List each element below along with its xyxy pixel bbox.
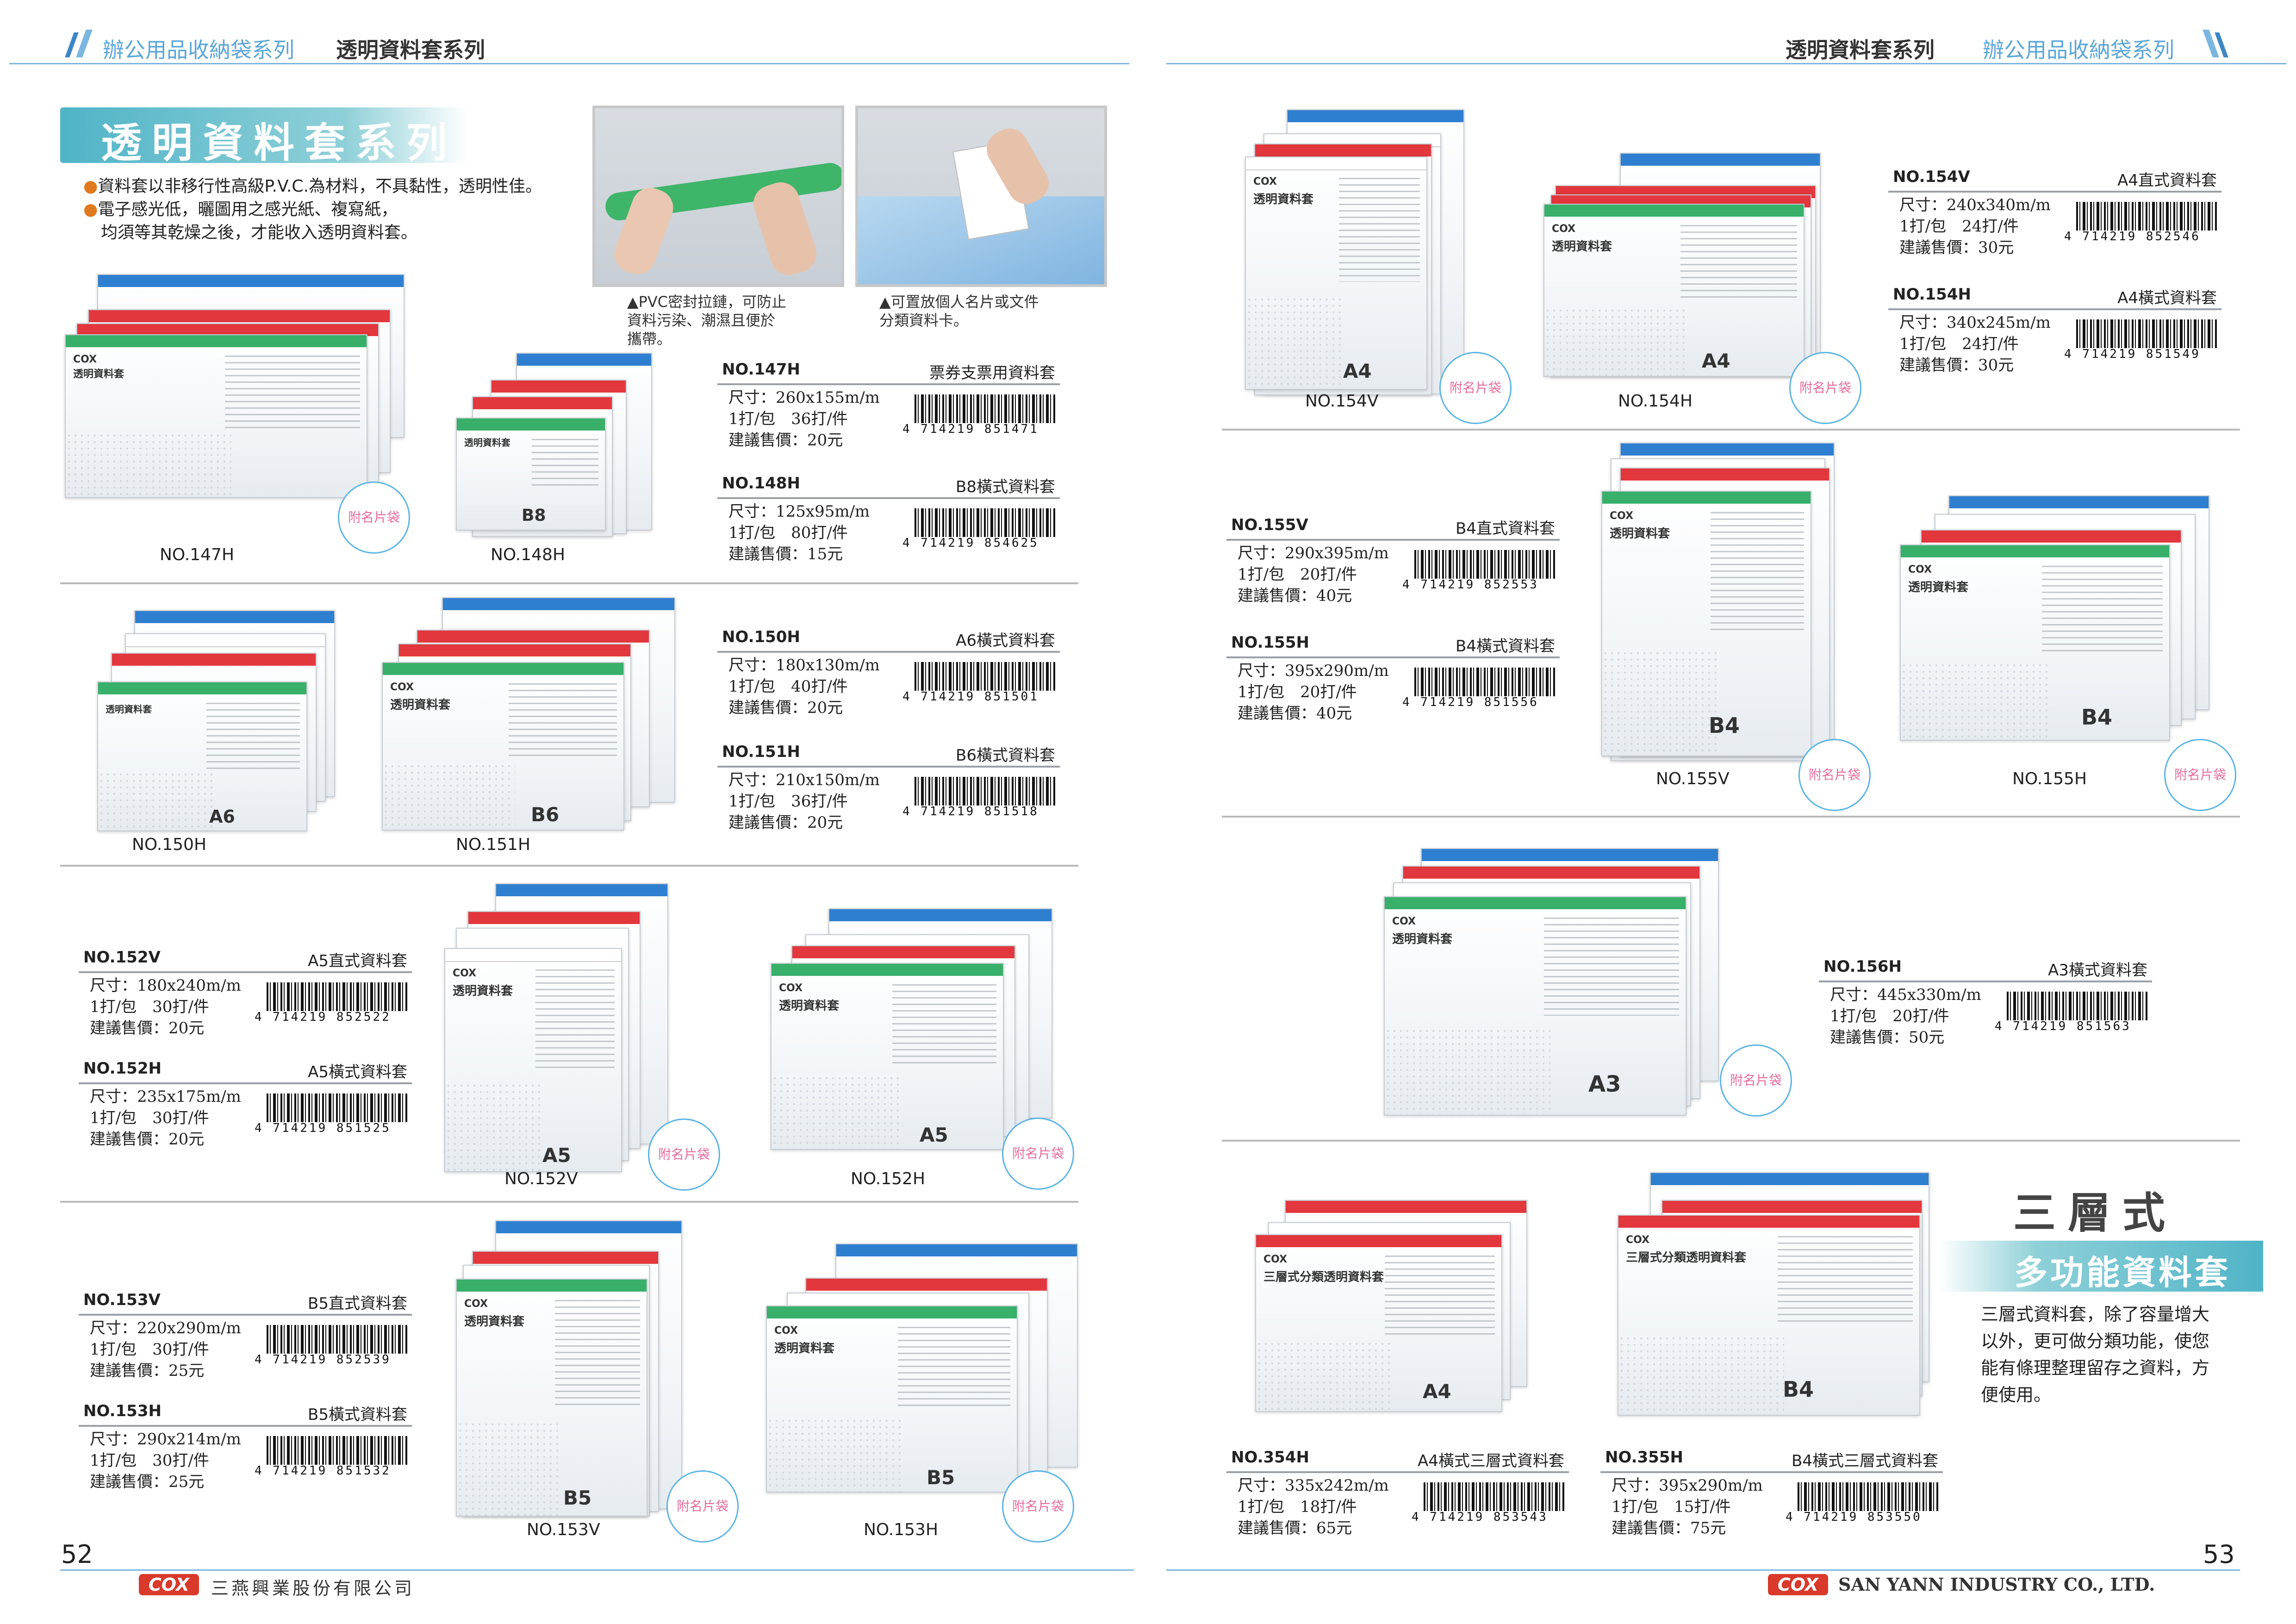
product-label-154v: NO.154V (1305, 392, 1379, 411)
barcode: 4 714219 851518 (902, 777, 1055, 818)
photo-caption-1: ▲PVC密封拉鏈，可防止資料污染、潮濕且便於攜帶。 (627, 293, 787, 348)
barcode: 4 714219 851501 (902, 662, 1055, 704)
barcode: 4 714219 851532 (255, 1436, 407, 1478)
header-right-rule (1166, 63, 2286, 64)
multi-function-title: 多功能資料套 (2014, 1253, 2231, 1292)
header-left-title: 透明資料套系列 (336, 37, 485, 62)
series-title-banner: 透明資料套系列 (60, 107, 467, 167)
card-pocket-badge: 附名片袋 (1002, 1470, 1074, 1543)
barcode: 4 714219 851525 (255, 1093, 407, 1135)
product-label-152h: NO.152H (851, 1169, 926, 1188)
card-pocket-badge: 附名片袋 (648, 1118, 720, 1191)
page-number-right: 53 (2203, 1540, 2235, 1569)
cox-logo-right: COX (1768, 1574, 1828, 1595)
bullet-3: 均須等其乾燥之後，才能收入透明資料套。 (101, 223, 418, 242)
product-label-152v: NO.152V (504, 1169, 578, 1188)
header-left-series: 辦公用品收納袋系列 (103, 37, 294, 62)
section-divider (1222, 1140, 2240, 1142)
product-type: 票券支票用資料套 (929, 364, 1055, 382)
barcode: 4 714219 851556 (1402, 668, 1555, 709)
header-right-title: 透明資料套系列 (1786, 37, 1935, 62)
card-pocket-badge: 附名片袋 (666, 1470, 739, 1543)
barcode: 4 714219 851563 (1995, 992, 2147, 1033)
card-pocket-badge: 附名片袋 (1789, 352, 1861, 424)
barcode: 4 714219 853543 (1412, 1482, 1564, 1524)
header-left-accent (65, 32, 79, 57)
card-pocket-badge: 附名片袋 (1439, 352, 1512, 424)
company-name-cn: 三燕興業股份有限公司 (211, 1578, 415, 1599)
cox-logo-left: COX (139, 1574, 199, 1595)
photo-card-pocket (855, 106, 1107, 287)
card-pocket-badge: 附名片袋 (1798, 739, 1871, 811)
section-divider (1222, 429, 2240, 431)
barcode: 4 714219 851549 (2064, 319, 2217, 361)
page-number-left: 52 (61, 1540, 93, 1569)
product-label-155v: NO.155V (1656, 769, 1730, 788)
barcode: 4 714219 852546 (2064, 202, 2217, 244)
three-layer-title: 三層式 (2013, 1188, 2178, 1238)
product-code: NO.147H (722, 360, 800, 379)
card-pocket-badge: 附名片袋 (1002, 1118, 1074, 1190)
section-divider (1222, 816, 2240, 818)
product-label-154h: NO.154H (1618, 392, 1693, 411)
barcode: 4 714219 852539 (255, 1325, 407, 1367)
footer-left-rule (60, 1569, 1134, 1571)
product-label-153h: NO.153H (864, 1520, 939, 1539)
card-pocket-badge: 附名片袋 (2164, 739, 2236, 811)
barcode: 4 714219 854625 (902, 508, 1055, 550)
series-title: 透明資料套系列 (101, 119, 458, 167)
multi-function-banner: 多功能資料套 (1939, 1241, 2263, 1292)
company-name-en: SAN YANN INDUSTRY CO., LTD. (1838, 1574, 2155, 1595)
header-right-series: 辦公用品收納袋系列 (1983, 37, 2174, 62)
barcode: 4 714219 852522 (255, 982, 407, 1024)
card-pocket-badge: 附名片袋 (1720, 1044, 1792, 1117)
product-label-148h: NO.148H (491, 545, 566, 564)
product-label-147h: NO.147H (160, 545, 235, 564)
photo-caption-2: ▲可置放個人名片或文件分類資料卡。 (879, 293, 1039, 329)
three-layer-description: 三層式資料套，除了容量增大以外，更可做分類功能，使您能有條理整理留存之資料，方便… (1981, 1304, 2210, 1405)
barcode: 4 714219 852553 (1402, 550, 1555, 592)
card-pocket-badge: 附名片袋 (338, 481, 410, 554)
barcode: 4 714219 851471 (902, 394, 1055, 436)
product-label-151h: NO.151H (456, 835, 531, 854)
product-label-153v: NO.153V (527, 1520, 600, 1539)
bullet-1: ●資料套以非移行性高級P.V.C.為材料，不具黏性，透明性佳。 (83, 177, 542, 196)
product-label-150h: NO.150H (132, 835, 207, 854)
photo-zipper (592, 106, 844, 287)
barcode: 4 714219 853550 (1786, 1482, 1938, 1524)
header-left-accent-2 (76, 30, 93, 57)
section-divider (60, 582, 1078, 584)
header-left-rule (9, 63, 1129, 64)
product-label-155h: NO.155H (2012, 769, 2087, 788)
footer-right-rule (1166, 1569, 2240, 1571)
bullet-2: ●電子感光低，曬圖用之感光紙、複寫紙， (83, 200, 398, 219)
section-divider (60, 1201, 1078, 1203)
section-divider (60, 865, 1078, 867)
